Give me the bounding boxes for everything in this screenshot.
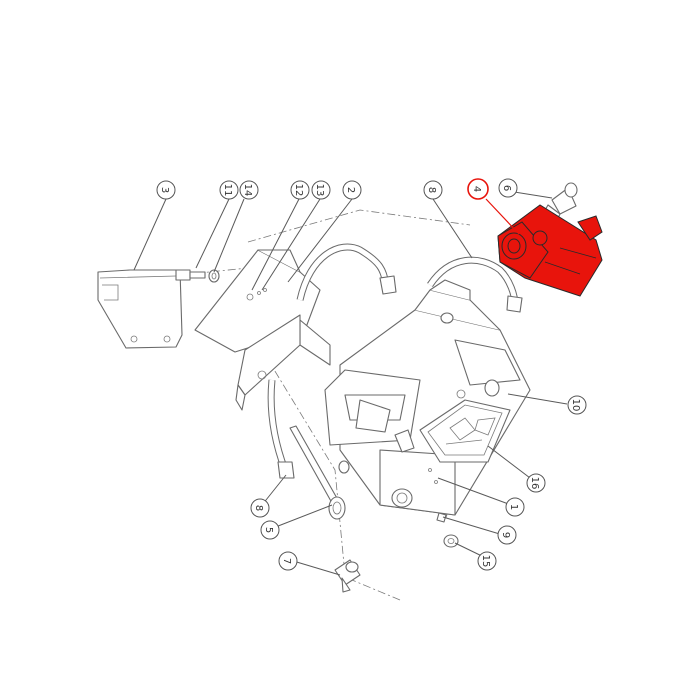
part-8-hose-upper [296, 243, 397, 301]
part-15-washer [443, 534, 459, 548]
part-8-hose-lower [267, 379, 295, 479]
callout-15: 15 [477, 551, 497, 571]
callout-6: 6 [498, 178, 518, 198]
svg-text:11: 11 [222, 184, 233, 197]
callout-1: 1 [505, 497, 525, 517]
callout-5: 5 [260, 520, 280, 540]
part-8-hose-right [427, 256, 523, 313]
svg-text:8: 8 [253, 505, 264, 511]
callout-8-bottom: 8 [250, 498, 270, 518]
callout-11: 11 [219, 180, 239, 200]
svg-text:3: 3 [159, 187, 170, 193]
svg-text:8: 8 [426, 187, 437, 193]
callout-13: 13 [311, 180, 331, 200]
callout-12: 12 [290, 180, 310, 200]
svg-text:1: 1 [508, 504, 519, 510]
part-4-valve-highlighted [497, 204, 603, 297]
part-14-washer [208, 269, 220, 283]
svg-text:13: 13 [314, 184, 325, 197]
svg-text:9: 9 [500, 532, 511, 538]
part-16-label-plate [419, 399, 511, 463]
callout-8-top: 8 [423, 180, 443, 200]
callout-7: 7 [278, 551, 298, 571]
callout-9: 9 [497, 525, 517, 545]
part-11-bolt [175, 269, 206, 281]
svg-text:6: 6 [501, 185, 512, 191]
callout-2: 2 [342, 180, 362, 200]
svg-text:12: 12 [293, 184, 304, 197]
svg-text:4: 4 [471, 186, 482, 192]
leader-lines [133, 190, 568, 576]
callout-10: 10 [567, 395, 587, 415]
part-7-fitting [334, 559, 361, 593]
part-2-mounting-bracket [194, 249, 331, 411]
part-9-screw [436, 512, 447, 523]
svg-text:16: 16 [529, 477, 540, 490]
part-1-main-housing [324, 279, 531, 516]
svg-text:5: 5 [263, 527, 274, 533]
svg-text:14: 14 [242, 184, 253, 197]
callout-14: 14 [239, 180, 259, 200]
svg-text:10: 10 [570, 399, 581, 412]
svg-text:7: 7 [281, 558, 292, 564]
part-3-cover-plate [97, 269, 183, 349]
svg-text:2: 2 [345, 187, 356, 193]
svg-text:15: 15 [480, 555, 491, 568]
callout-16: 16 [526, 473, 546, 493]
callout-4-highlighted: 4 [467, 178, 489, 200]
part-5-rod [289, 425, 346, 520]
callout-3: 3 [156, 180, 176, 200]
